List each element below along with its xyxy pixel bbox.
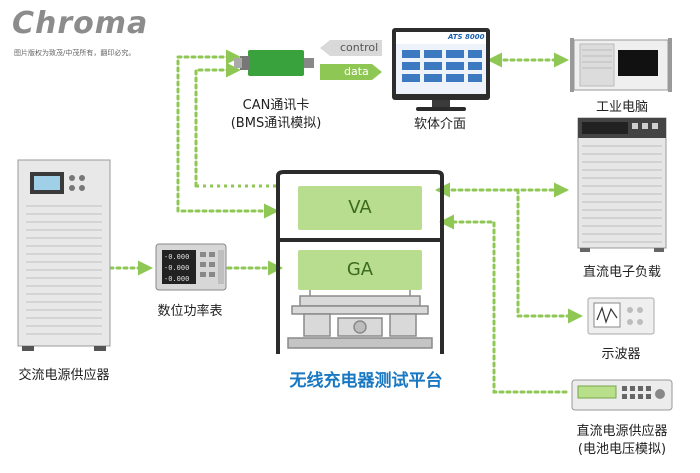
- dc-load-device: [577, 117, 667, 252]
- dc-source-device: [571, 379, 673, 411]
- can-card-device: [234, 50, 314, 76]
- oscilloscope-label: 示波器: [601, 347, 641, 362]
- software-label: 软体介面: [413, 117, 467, 132]
- control-label: control: [340, 41, 379, 54]
- data-arrow: [320, 64, 382, 80]
- svg-text:-0.000: -0.000: [164, 275, 189, 283]
- svg-text:-0.000: -0.000: [164, 253, 189, 261]
- link-va-to-can: [176, 49, 279, 219]
- control-arrow: [320, 40, 382, 56]
- dc-load-label: 直流电子负载: [582, 265, 662, 280]
- ga-module: GA: [298, 250, 422, 290]
- va-module: VA: [298, 186, 422, 230]
- dc-source-sublabel: (电池电压模拟): [577, 442, 667, 457]
- link-va-to-scope: [516, 188, 583, 324]
- software-monitor: [392, 28, 490, 111]
- oscilloscope-device: [587, 297, 655, 335]
- va-label: VA: [348, 197, 372, 218]
- test-fixture: [287, 290, 433, 349]
- software-screen-brand: ATS 8000: [448, 33, 485, 41]
- dc-source-label: 直流电源供应器: [576, 424, 668, 439]
- brand-logo: Chroma: [12, 6, 149, 41]
- can-card-sublabel: (BMS通讯模拟): [230, 116, 322, 131]
- can-card-label: CAN通讯卡: [242, 98, 310, 113]
- link-ga-to-can: [194, 62, 241, 188]
- svg-text:-0.000: -0.000: [164, 264, 189, 272]
- ac-source-device: [17, 159, 111, 351]
- test-platform-frame: [276, 170, 444, 354]
- ac-source-label: 交流电源供应器: [18, 368, 110, 383]
- power-meter-device: -0.000 -0.000 -0.000: [155, 243, 227, 291]
- link-dcsrc-to-va: [439, 214, 568, 394]
- ga-label: GA: [346, 259, 374, 280]
- industrial-pc-device: [570, 38, 672, 92]
- industrial-pc-label: 工业电脑: [595, 100, 649, 115]
- data-label: data: [344, 65, 369, 78]
- brand-caption: 图片版权为致茂/中茂所有，翻印必究。: [14, 49, 136, 57]
- power-meter-label: 数位功率表: [157, 304, 223, 319]
- platform-title: 无线充电器测试平台: [289, 371, 443, 391]
